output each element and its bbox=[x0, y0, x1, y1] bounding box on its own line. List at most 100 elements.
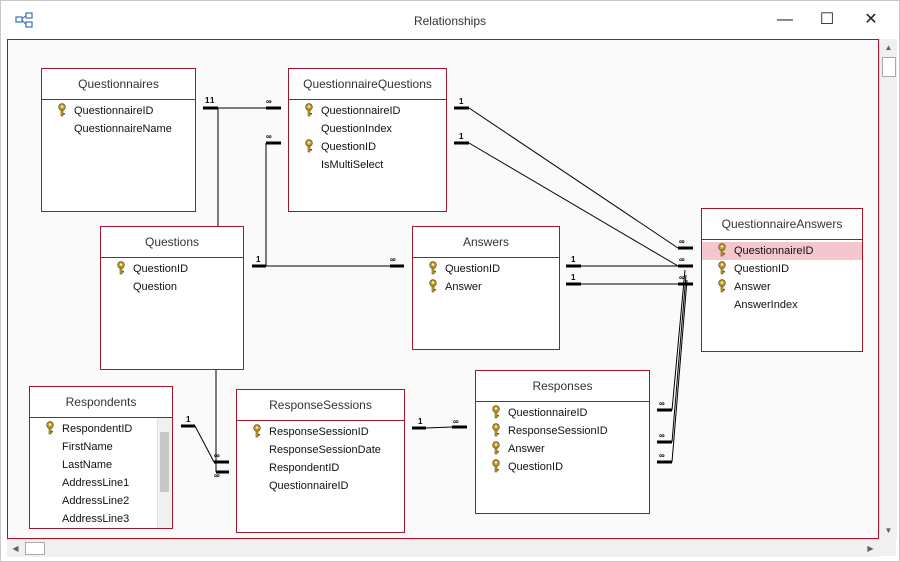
table-questionnairequestions[interactable]: QuestionnaireQuestions QuestionnaireID Q… bbox=[288, 68, 447, 212]
field-row[interactable]: QuestionnaireID bbox=[42, 102, 195, 120]
scroll-left-arrow-icon[interactable]: ◀ bbox=[12, 544, 19, 553]
table-respondents[interactable]: Respondents RespondentID FirstName LastN… bbox=[29, 386, 173, 529]
table-title[interactable]: Answers bbox=[413, 227, 559, 258]
field-row[interactable]: QuestionnaireID bbox=[237, 477, 404, 495]
field-name: ResponseSessionDate bbox=[269, 444, 381, 456]
table-scroll-thumb[interactable] bbox=[160, 432, 169, 492]
field-row[interactable]: Answer bbox=[413, 278, 559, 296]
table-title[interactable]: QuestionnaireAnswers bbox=[702, 209, 862, 240]
field-name: Question bbox=[133, 281, 178, 293]
field-name: FirstName bbox=[62, 441, 113, 453]
field-row[interactable]: QuestionID bbox=[413, 260, 559, 278]
field-list: ResponseSessionID ResponseSessionDate Re… bbox=[237, 421, 404, 495]
table-questions[interactable]: Questions QuestionID Question bbox=[100, 226, 244, 370]
field-name: QuestionIndex bbox=[321, 123, 392, 135]
primary-key-icon bbox=[717, 279, 727, 293]
field-name: QuestionID bbox=[133, 263, 189, 275]
field-name: AddressLine2 bbox=[62, 495, 130, 507]
field-row[interactable]: QuestionID bbox=[702, 260, 862, 278]
field-name: AnswerIndex bbox=[734, 299, 798, 311]
title-bar: Relationships — ☐ ✕ bbox=[1, 1, 899, 39]
field-row-selected[interactable]: QuestionnaireID bbox=[702, 242, 862, 260]
field-row[interactable]: QuestionID bbox=[476, 458, 649, 476]
field-row[interactable]: QuestionID bbox=[101, 260, 243, 278]
table-title[interactable]: Questions bbox=[101, 227, 243, 258]
field-name: AddressLine1 bbox=[62, 477, 130, 489]
field-list: QuestionnaireID QuestionnaireName bbox=[42, 100, 195, 138]
field-row[interactable]: QuestionnaireID bbox=[289, 102, 446, 120]
table-responses[interactable]: Responses QuestionnaireID ResponseSessio… bbox=[475, 370, 650, 514]
vertical-scrollbar[interactable]: ▲ ▼ bbox=[879, 39, 897, 539]
field-name: LastName bbox=[62, 459, 113, 471]
field-row[interactable]: QuestionID bbox=[289, 138, 446, 156]
close-button[interactable]: ✕ bbox=[864, 11, 878, 28]
field-name: QuestionID bbox=[321, 141, 377, 153]
field-name: AddressLine3 bbox=[62, 513, 130, 525]
primary-key-icon bbox=[717, 261, 727, 275]
primary-key-icon bbox=[428, 279, 438, 293]
field-name: QuestionID bbox=[734, 263, 790, 275]
field-name: RespondentID bbox=[62, 423, 133, 435]
field-row[interactable]: AddressLine2 bbox=[30, 492, 172, 510]
horizontal-scroll-thumb[interactable] bbox=[25, 542, 45, 555]
table-questionnaireanswers[interactable]: QuestionnaireAnswers QuestionnaireID Que… bbox=[701, 208, 863, 352]
field-row[interactable]: QuestionIndex bbox=[289, 120, 446, 138]
primary-key-icon bbox=[57, 103, 67, 117]
field-name: ResponseSessionID bbox=[508, 425, 608, 437]
table-title[interactable]: Responses bbox=[476, 371, 649, 402]
field-row[interactable]: RespondentID bbox=[30, 420, 172, 438]
maximize-button[interactable]: ☐ bbox=[819, 11, 835, 28]
field-name: IsMultiSelect bbox=[321, 159, 384, 171]
table-title[interactable]: Questionnaires bbox=[42, 69, 195, 100]
table-answers[interactable]: Answers QuestionID Answer bbox=[412, 226, 560, 350]
field-name: QuestionnaireID bbox=[269, 480, 349, 492]
field-row[interactable]: AnswerIndex bbox=[702, 296, 862, 314]
scroll-up-arrow-icon[interactable]: ▲ bbox=[884, 43, 893, 52]
field-row[interactable]: LastName bbox=[30, 456, 172, 474]
primary-key-icon bbox=[304, 139, 314, 153]
primary-key-icon bbox=[717, 243, 727, 257]
table-title[interactable]: QuestionnaireQuestions bbox=[289, 69, 446, 100]
field-name: QuestionnaireName bbox=[74, 123, 172, 135]
minimize-button[interactable]: — bbox=[777, 11, 793, 28]
primary-key-icon bbox=[252, 424, 262, 438]
table-questionnaires[interactable]: Questionnaires QuestionnaireID Questionn… bbox=[41, 68, 196, 212]
table-title[interactable]: Respondents bbox=[30, 387, 172, 418]
field-name: QuestionID bbox=[445, 263, 501, 275]
field-row[interactable]: Answer bbox=[702, 278, 862, 296]
field-row[interactable]: QuestionnaireName bbox=[42, 120, 195, 138]
field-name: QuestionID bbox=[508, 461, 564, 473]
primary-key-icon bbox=[491, 459, 501, 473]
field-row[interactable]: QuestionnaireID bbox=[476, 404, 649, 422]
field-list: QuestionnaireID QuestionIndex QuestionID… bbox=[289, 100, 446, 174]
field-row[interactable]: Answer bbox=[476, 440, 649, 458]
table-title[interactable]: ResponseSessions bbox=[237, 390, 404, 421]
primary-key-icon bbox=[428, 261, 438, 275]
field-name: QuestionnaireID bbox=[321, 105, 401, 117]
field-row[interactable]: IsMultiSelect bbox=[289, 156, 446, 174]
relationships-icon bbox=[15, 12, 33, 28]
scrollbar-corner bbox=[879, 539, 896, 556]
field-row[interactable]: ResponseSessionID bbox=[476, 422, 649, 440]
field-name: QuestionnaireID bbox=[734, 245, 814, 257]
vertical-scroll-thumb[interactable] bbox=[882, 57, 896, 77]
table-scrollbar[interactable] bbox=[157, 418, 172, 528]
table-responsesessions[interactable]: ResponseSessions ResponseSessionID Respo… bbox=[236, 389, 405, 533]
field-name: RespondentID bbox=[269, 462, 340, 474]
scroll-right-arrow-icon[interactable]: ▶ bbox=[867, 544, 874, 553]
field-row[interactable]: RespondentID bbox=[237, 459, 404, 477]
primary-key-icon bbox=[304, 103, 314, 117]
scroll-down-arrow-icon[interactable]: ▼ bbox=[884, 526, 893, 535]
field-row[interactable]: FirstName bbox=[30, 438, 172, 456]
field-list: QuestionID Question bbox=[101, 258, 243, 296]
field-row[interactable]: AddressLine1 bbox=[30, 474, 172, 492]
field-row[interactable]: ResponseSessionDate bbox=[237, 441, 404, 459]
horizontal-scrollbar[interactable]: ◀ ▶ bbox=[7, 539, 879, 557]
window-title: Relationships bbox=[413, 14, 487, 28]
field-row[interactable]: ResponseSessionID bbox=[237, 423, 404, 441]
field-list: QuestionnaireID QuestionID Answer Answer… bbox=[702, 240, 862, 314]
field-row[interactable]: Question bbox=[101, 278, 243, 296]
field-row[interactable]: AddressLine3 bbox=[30, 510, 172, 528]
primary-key-icon bbox=[491, 441, 501, 455]
primary-key-icon bbox=[116, 261, 126, 275]
